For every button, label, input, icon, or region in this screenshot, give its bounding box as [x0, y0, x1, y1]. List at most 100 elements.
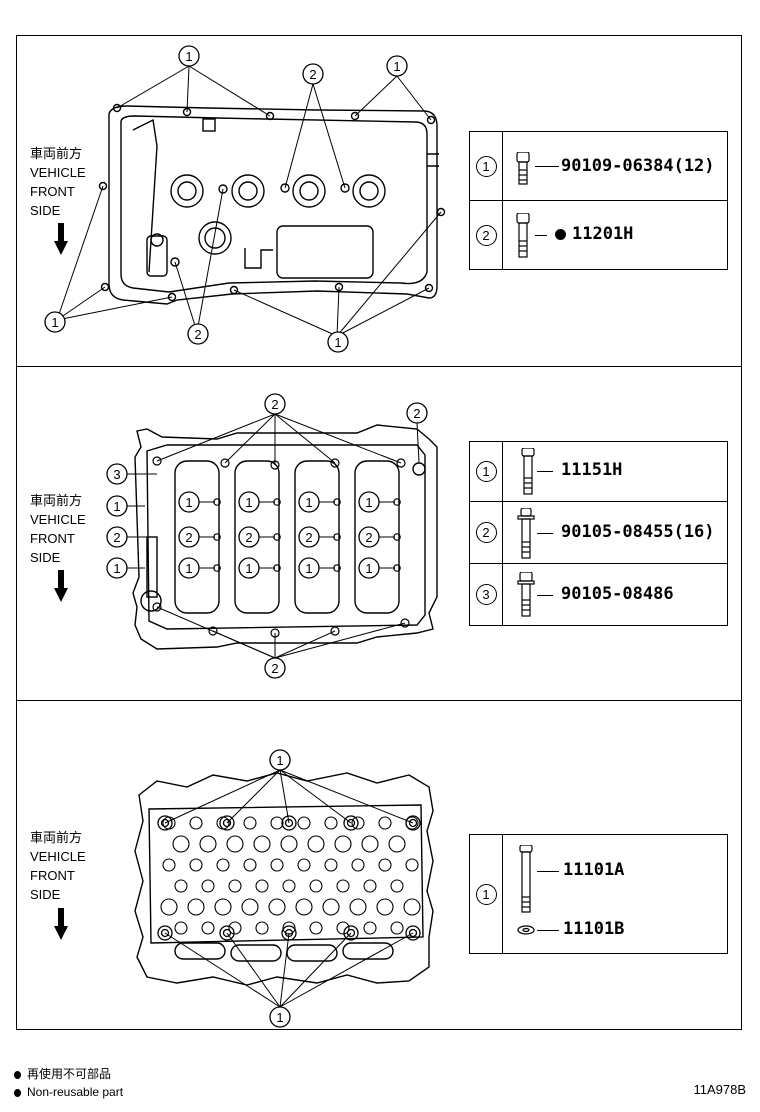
callout-text: 1 — [185, 49, 192, 64]
svg-text:1: 1 — [185, 561, 192, 576]
vehicle-front-label: 車両前方 VEHICLE FRONT SIDE — [30, 828, 86, 904]
callout-text: 1 — [334, 335, 341, 350]
inner-callout: 2 — [298, 526, 320, 548]
non-reusable-dot-icon — [14, 1070, 21, 1079]
part-number: 90109-06384(12) — [561, 156, 715, 176]
head-bolt-icon — [519, 845, 533, 913]
part-number: 90105-08486 — [561, 584, 674, 604]
parts-row: 2 11201H — [469, 200, 728, 270]
vehicle-front-label: 車両前方 VEHICLE FRONT SIDE — [30, 491, 86, 567]
front-label-vehicle: VEHICLE — [30, 165, 86, 180]
parts-row: 1 11101A 11101B — [469, 834, 728, 954]
flange-bolt-short-icon — [517, 572, 535, 617]
parts-table-camshaft-housing: 1 11151H 2 90105-08455(16) — [469, 441, 728, 626]
part-number: 11201H — [572, 224, 634, 244]
svg-text:1: 1 — [305, 561, 312, 576]
part-number: 11151H — [561, 460, 623, 480]
inner-callout: 1 — [238, 491, 260, 513]
front-label-front: FRONT — [30, 531, 75, 546]
callout-text: 2 — [413, 406, 420, 421]
callout-right-2: 2 — [406, 402, 428, 424]
svg-text:2: 2 — [185, 530, 192, 545]
svg-text:1: 1 — [365, 561, 372, 576]
inner-callout: 1 — [358, 557, 380, 579]
part-ref: 1 — [475, 155, 497, 177]
parts-row: 1 11151H — [469, 441, 728, 502]
inner-callout: 1 — [178, 491, 200, 513]
inner-callout: 1 — [298, 491, 320, 513]
callout-text: 3 — [113, 467, 120, 482]
svg-text:1: 1 — [245, 561, 252, 576]
callout-3: 1 — [386, 55, 408, 77]
parts-table-head-cover: 1 90109-06384(12) 2 11201H — [469, 131, 728, 270]
front-label-vehicle: VEHICLE — [30, 849, 86, 864]
parts-row: 1 90109-06384(12) — [469, 131, 728, 201]
vehicle-front-label: 車両前方 VEHICLE FRONT SIDE — [30, 144, 86, 220]
flange-bolt-icon — [517, 508, 535, 559]
inner-callout: 2 — [178, 526, 200, 548]
callout-text: 2 — [271, 661, 278, 676]
non-reusable-dot-icon — [14, 1088, 21, 1097]
part-number: 11101B — [563, 919, 625, 939]
callout-left-3: 3 — [106, 463, 128, 485]
parts-row: 2 90105-08455(16) — [469, 501, 728, 564]
inner-callout: 1 — [298, 557, 320, 579]
callout-text: 1 — [51, 315, 58, 330]
callout-text: 2 — [113, 530, 120, 545]
cylinder-head-drawing: 1 1 — [134, 749, 434, 1028]
part-ref: 3 — [475, 584, 497, 605]
diagram-frame: 車両前方 VEHICLE FRONT SIDE — [16, 35, 742, 1030]
front-label-side: SIDE — [30, 203, 61, 218]
front-label-jp: 車両前方 — [30, 146, 83, 161]
callout-text: 1 — [276, 753, 283, 768]
part-number: 11101A — [563, 860, 625, 880]
inner-callout: 1 — [358, 491, 380, 513]
svg-text:1: 1 — [185, 495, 192, 510]
svg-text:1: 1 — [305, 495, 312, 510]
head-cover-drawing: 1 2 1 1 2 1 — [44, 45, 446, 353]
callout-top-1: 1 — [269, 749, 291, 771]
callout-left-2: 2 — [106, 526, 128, 548]
part-ref: 1 — [475, 883, 497, 905]
down-arrow-icon — [54, 570, 68, 602]
part-ref: 2 — [475, 224, 497, 246]
panel-head-cover: 車両前方 VEHICLE FRONT SIDE — [17, 36, 741, 366]
long-bolt-icon — [516, 213, 530, 258]
legend-jp-text: 再使用不可部品 — [27, 1067, 112, 1081]
callout-text: 2 — [271, 397, 278, 412]
front-label-front: FRONT — [30, 868, 75, 883]
inner-callout: 1 — [178, 557, 200, 579]
callout-text: 1 — [393, 59, 400, 74]
parts-row: 3 90105-08486 — [469, 563, 728, 626]
callout-6: 1 — [327, 331, 349, 353]
inner-callout: 2 — [238, 526, 260, 548]
panel-cylinder-head: 車両前方 VEHICLE FRONT SIDE 1 1 — [17, 700, 741, 1031]
front-label-vehicle: VEHICLE — [30, 512, 86, 527]
inner-callout: 1 — [238, 557, 260, 579]
callout-5: 2 — [187, 323, 209, 345]
down-arrow-icon — [54, 908, 68, 940]
callout-1: 1 — [178, 45, 200, 67]
legend: 再使用不可部品 Non-reusable part — [14, 1065, 123, 1101]
inner-callout: 2 — [358, 526, 380, 548]
part-number: 90105-08455(16) — [561, 522, 715, 542]
callout-text: 1 — [113, 561, 120, 576]
diagram-code: 11A978B — [693, 1082, 746, 1097]
front-label-jp: 車両前方 — [30, 493, 83, 508]
front-label-side: SIDE — [30, 550, 61, 565]
svg-text:2: 2 — [305, 530, 312, 545]
down-arrow-icon — [54, 223, 68, 255]
svg-text:2: 2 — [245, 530, 252, 545]
callout-text: 2 — [309, 67, 316, 82]
svg-text:1: 1 — [365, 495, 372, 510]
camshaft-housing-drawing: 2 2 3 1 2 1 2 1 1 1 1 2 2 2 2 1 1 1 1 — [106, 393, 438, 679]
callout-text: 1 — [113, 499, 120, 514]
part-number-row: 11201H — [555, 224, 633, 244]
callout-left-1b: 1 — [106, 557, 128, 579]
legend-en-text: Non-reusable part — [27, 1085, 124, 1099]
front-label-side: SIDE — [30, 887, 61, 902]
part-ref: 1 — [475, 461, 497, 482]
part-ref: 2 — [475, 522, 497, 543]
callout-bottom-1: 1 — [269, 1006, 291, 1028]
callout-top-2: 2 — [264, 393, 286, 415]
